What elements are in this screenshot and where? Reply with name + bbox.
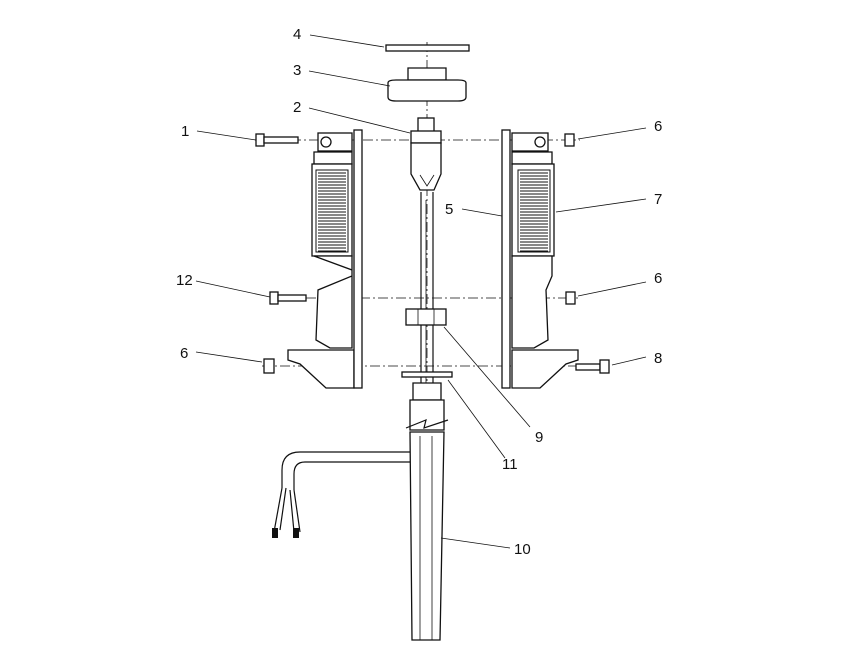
callout-12: 12 [176, 272, 193, 289]
right-lower-bolt-part [575, 359, 610, 374]
right-middle-nut-part [565, 291, 576, 305]
left-coil-winding [315, 169, 349, 253]
right-upper-nut-part [564, 133, 575, 147]
callout-5: 5 [445, 201, 453, 218]
cap-part [387, 67, 467, 102]
left-upper-bolt-part [255, 133, 299, 147]
rod-washer-part [401, 371, 453, 378]
handle-pipe-part [272, 382, 449, 641]
left-lower-nut-part [263, 358, 275, 374]
rod-nut-part [405, 308, 447, 326]
right-coil-winding [517, 169, 551, 253]
central-rod [420, 192, 434, 400]
callout-7: 7 [654, 191, 662, 208]
top-fitting-part [410, 117, 442, 191]
callout-11: 11 [502, 456, 518, 473]
left-middle-bolt-part [269, 291, 307, 305]
callout-4: 4 [293, 26, 301, 43]
right-pole-assembly [501, 129, 579, 389]
callout-3: 3 [293, 62, 301, 79]
top-plate-part [385, 44, 470, 52]
left-pole-assembly [287, 129, 363, 389]
callout-6-lower: 6 [180, 345, 188, 362]
callout-9: 9 [535, 429, 543, 446]
callout-6-middle: 6 [654, 270, 662, 287]
callout-10: 10 [514, 541, 531, 558]
callout-8: 8 [654, 350, 662, 367]
callout-6-upper: 6 [654, 118, 662, 135]
leader-lines [195, 34, 647, 549]
callout-2: 2 [293, 99, 301, 116]
callout-1: 1 [181, 123, 189, 140]
